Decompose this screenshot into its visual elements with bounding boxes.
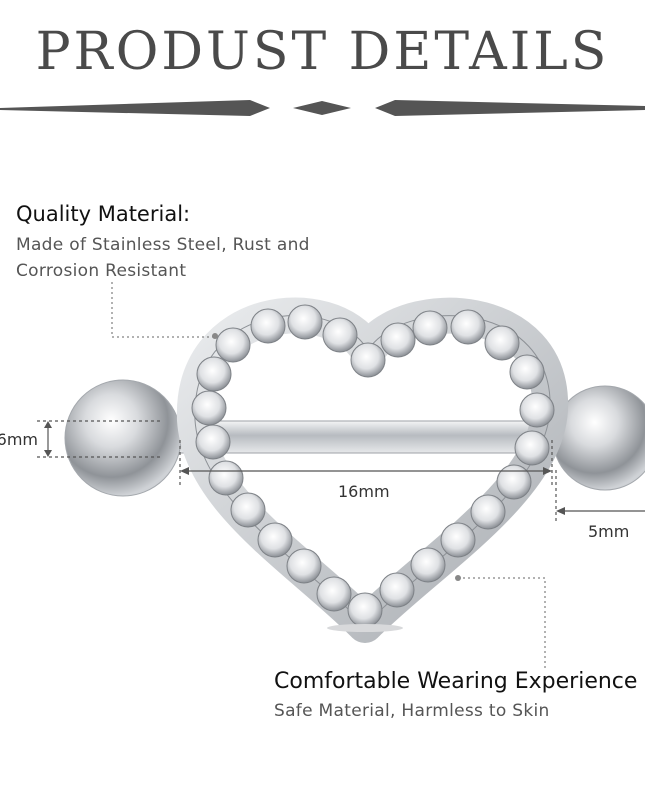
comfort-title: Comfortable Wearing Experience	[274, 669, 638, 694]
ball-diameter-dimension	[37, 420, 160, 458]
callout-lines	[111, 282, 546, 668]
ball-diameter-label: 6mm	[0, 430, 38, 449]
quality-description: Made of Stainless Steel, Rust and Corros…	[16, 232, 310, 284]
header-divider	[0, 100, 645, 116]
bar-length-dimension	[179, 440, 553, 485]
quality-desc-line1: Made of Stainless Steel, Rust and	[16, 235, 310, 255]
ball-width-label: 5mm	[588, 522, 630, 541]
quality-desc-line2: Corrosion Resistant	[16, 261, 187, 281]
page-title: PRODUST DETAILS	[35, 22, 610, 82]
quality-title: Quality Material:	[16, 202, 191, 226]
ball-width-dimension	[555, 470, 645, 522]
heart-gems	[191, 304, 555, 628]
bar-length-label: 16mm	[338, 482, 390, 501]
left-ball	[64, 379, 182, 497]
comfort-description: Safe Material, Harmless to Skin	[274, 701, 550, 721]
